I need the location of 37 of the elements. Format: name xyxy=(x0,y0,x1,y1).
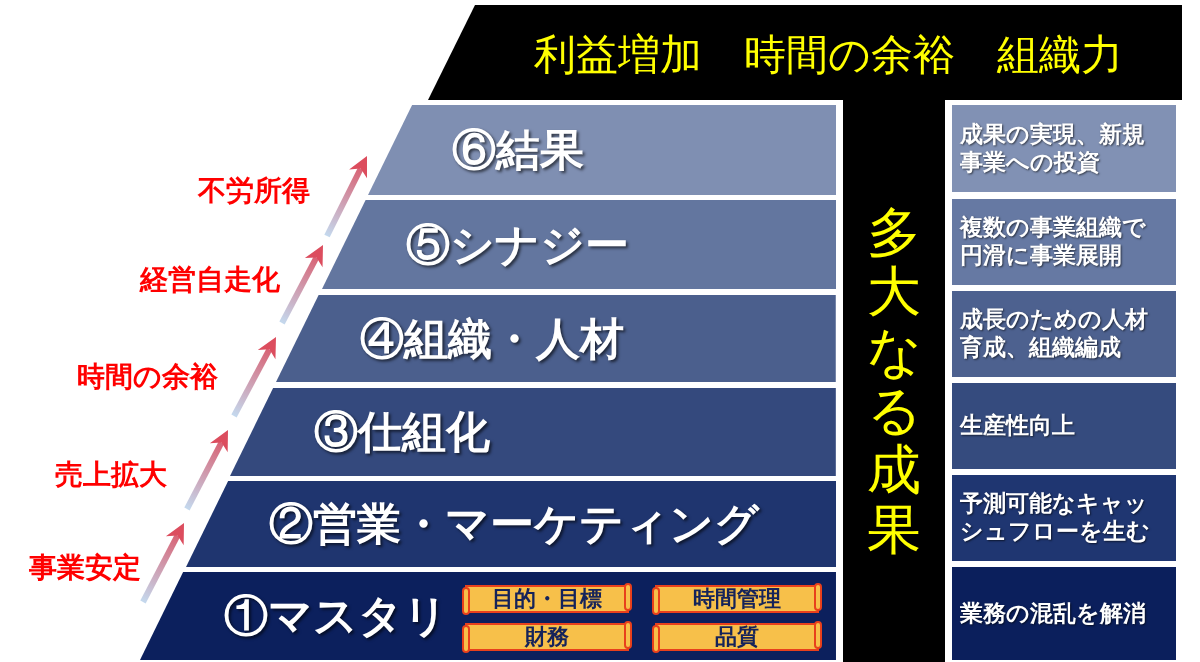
outcome-box xyxy=(952,199,1176,285)
tier-title: ②営業・マーケティング xyxy=(268,502,759,546)
outcome-box xyxy=(952,105,1176,192)
tier-title: ④組織・人材 xyxy=(359,316,624,361)
vertical-banner xyxy=(843,100,945,662)
outcome-text: 生産性向上 xyxy=(960,412,1075,440)
scroll-text: 時間管理 xyxy=(693,588,781,610)
pyramid-tier xyxy=(367,105,836,195)
outcome-box xyxy=(952,475,1176,561)
banner xyxy=(428,5,1182,100)
pyramid-tier xyxy=(185,481,836,567)
outcome-text: 成長のための人材育成、組織編成 xyxy=(960,306,1149,362)
outcome-text: 成果の実現、新規事業への投資 xyxy=(960,120,1146,177)
outcome-box xyxy=(952,383,1176,469)
step-label: 不労所得 xyxy=(198,177,310,205)
tier-title: ⑤シナジー xyxy=(405,222,629,267)
tier-title: ③仕組化 xyxy=(313,410,490,454)
step-label: 事業安定 xyxy=(29,554,141,582)
scroll-text: 財務 xyxy=(525,626,569,648)
pyramid-tier xyxy=(321,200,836,289)
outcome-text: 業務の混乱を解消 xyxy=(960,599,1146,628)
pyramid-tier xyxy=(230,388,836,476)
outcome-text: 複数の事業組織で円滑に事業展開 xyxy=(960,214,1147,270)
vertical-banner-text: 多大なる成果 xyxy=(867,202,921,560)
tier-title: ①マスタリ xyxy=(223,594,448,638)
banner-text: 利益増加 時間の余裕 組織力 xyxy=(534,33,1123,76)
outcome-box xyxy=(952,567,1176,660)
pyramid-tier xyxy=(140,572,836,660)
scroll-text: 目的・目標 xyxy=(492,588,602,610)
step-label: 経営自走化 xyxy=(140,266,280,294)
pyramid-tier xyxy=(276,295,836,382)
outcome-box xyxy=(952,291,1176,377)
scroll-text: 品質 xyxy=(715,626,759,648)
step-label: 時間の余裕 xyxy=(77,363,218,391)
tier-title: ⑥結果 xyxy=(451,128,584,172)
step-label: 売上拡大 xyxy=(55,461,167,489)
outcome-text: 予測可能なキャッシュフローを生む xyxy=(960,490,1151,546)
